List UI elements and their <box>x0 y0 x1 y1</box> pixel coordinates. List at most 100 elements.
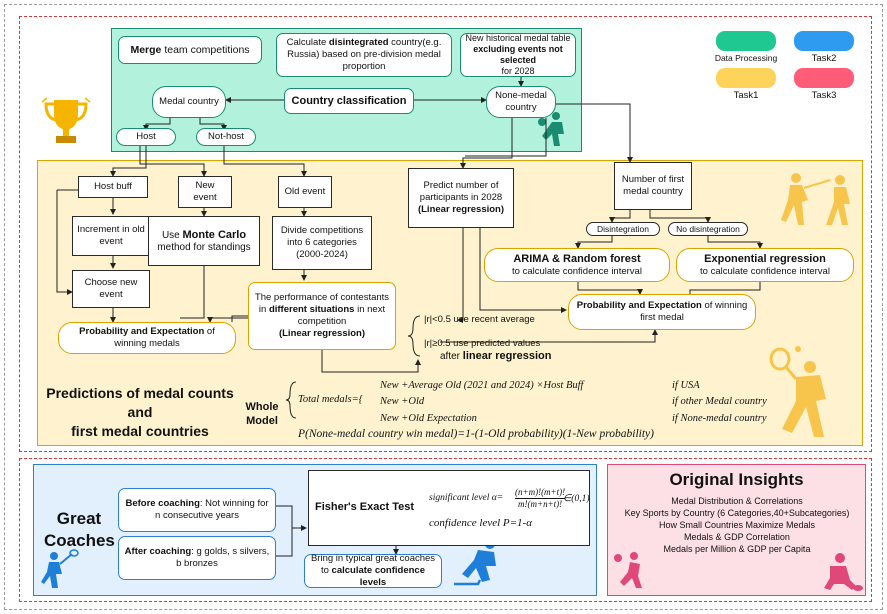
increment-old-label: Increment in old event <box>77 224 145 247</box>
after-lr-text: after linear regression <box>440 350 551 362</box>
performance-box: The performance of contestants in differ… <box>248 282 396 350</box>
great-coaches-title-2: Coaches <box>44 531 115 550</box>
legend-task2-label: Task2 <box>811 53 837 64</box>
predictions-title-3: first medal countries <box>71 423 209 439</box>
disagg-post: country(e.g. Russia) based on pre-divisi… <box>287 37 442 72</box>
after-coaching-box: After coaching: g golds, s silvers, b br… <box>118 536 276 580</box>
legend-task1-swatch <box>716 68 776 88</box>
eq-row3-cond: if None-medal country <box>672 413 767 424</box>
conf-label: confidence level P=1-α <box>429 517 532 529</box>
original-insights-title: Original Insights <box>669 470 804 489</box>
curling-player-icon <box>824 553 863 591</box>
r-lt-text: |r|<0.5 use recent average <box>424 314 535 325</box>
not-host-node: Not-host <box>196 128 256 146</box>
sig-den: m!(m+n+t)! <box>518 499 563 509</box>
divide-label: Divide competitions into 6 categories (2… <box>280 225 364 260</box>
exp-rest: to calculate confidence interval <box>700 265 830 277</box>
monte-carlo-bold: Monte Carlo <box>182 228 247 241</box>
old-event-box: Old event <box>278 176 332 208</box>
after-pre: after <box>440 351 463 362</box>
insight-item-3: How Small Countries Maximize Medals <box>658 520 816 530</box>
badminton-player-icon <box>41 549 79 588</box>
fisher-box: Fisher's Exact Test significant level α=… <box>308 470 590 546</box>
country-classification-label: Country classification <box>291 95 407 107</box>
model-label: Model <box>246 415 278 427</box>
bottom-frame <box>19 458 872 602</box>
typical-bold: calculate confidence levels <box>331 565 425 588</box>
eq-prob: P(None-medal country win medal)=1-(1-Old… <box>298 428 654 440</box>
disintegration-box: Disintegration <box>586 222 660 236</box>
r-ge-text: |r|≥0.5 use predicted values <box>424 338 541 349</box>
legend-data-processing-label: Data Processing <box>714 53 778 63</box>
choose-new-box: Choose new event <box>72 270 150 308</box>
tennis-player-icon <box>769 346 826 437</box>
typical-pre: Bring in typical great coaches to <box>310 553 436 576</box>
task3-region <box>607 464 866 596</box>
merge-box: Merge team competitions <box>118 36 262 64</box>
medal-country-label: Medal country <box>159 96 219 107</box>
eq-row3: New +Old Expectation <box>380 413 477 424</box>
prob-bold: Probability and Expectation <box>79 326 205 337</box>
legend-task1-label: Task1 <box>733 90 759 101</box>
sig-fraction: (n+m)!(m+t)! m!(m+n+t)! <box>515 487 566 510</box>
eq-row1-cond: if USA <box>672 380 700 391</box>
trophy-icon <box>41 97 91 143</box>
outer-frame <box>4 4 883 610</box>
host-buff-label: Host buff <box>94 181 132 192</box>
none-medal-country-label: None-medal country <box>495 90 547 113</box>
new-event-label: New event <box>193 180 217 203</box>
whole-model-label: Whole Model <box>242 400 282 428</box>
disintegration-label: Disintegration <box>597 224 649 234</box>
whole-label: Whole <box>245 401 279 413</box>
use-post: method for standings <box>157 241 251 253</box>
first-medal-count-box: Number of first medal country <box>614 162 692 210</box>
perf-pre: The performance of contestants in <box>254 292 390 315</box>
sig-label: significant level α= <box>429 493 504 503</box>
sig-range: ∈(0,1) <box>563 494 590 504</box>
legend-task3-label: Task3 <box>811 90 837 101</box>
fencers-icon <box>781 173 850 225</box>
old-event-label: Old event <box>284 186 326 197</box>
before-coaching-box: Before coaching: Not winning for n conse… <box>118 488 276 532</box>
prob-first-rest: of winning first medal <box>640 300 748 323</box>
hist-post: for 2028 <box>501 66 535 76</box>
predict-participants-label: Predict number of participants in 2028 <box>419 180 503 203</box>
legend-task2-swatch <box>794 31 854 51</box>
divide-box: Divide competitions into 6 categories (2… <box>272 216 372 270</box>
disagg-bold: disintegrated <box>328 37 389 48</box>
host-label: Host <box>136 131 156 142</box>
before-rest: : Not winning for n consecutive years <box>155 498 269 521</box>
none-medal-country-node: None-medal country <box>486 86 556 118</box>
prob-rest: of winning medals <box>114 326 215 349</box>
legend-data-processing-swatch <box>716 31 776 51</box>
no-disintegration-box: No disintegration <box>668 222 748 236</box>
predictions-title-1: Predictions of medal counts <box>46 385 234 401</box>
insight-item-1: Medal Distribution & Correlations <box>671 496 803 506</box>
before-bold: Before coaching <box>125 498 200 509</box>
prob-first-medal-box: Probability and Expectation of winning f… <box>568 294 756 330</box>
not-host-label: Not-host <box>208 131 244 142</box>
sig-num: (n+m)!(m+t)! <box>515 487 566 499</box>
great-coaches-title: Great Coaches <box>44 508 115 552</box>
fisher-title: Fisher's Exact Test <box>315 501 415 513</box>
insight-item-2: Key Sports by Country (6 Categories,40+S… <box>624 508 850 518</box>
prob-first-bold: Probability and Expectation <box>576 300 702 311</box>
eq-row1: New +Average Old (2021 and 2024) ×Host B… <box>380 380 584 391</box>
exp-bold: Exponential regression <box>704 252 826 265</box>
predict-lr: (Linear regression) <box>417 204 505 215</box>
hist-pre: New historical medal table <box>465 33 571 43</box>
predictions-title-2: and <box>127 404 153 420</box>
volleyball-player-icon <box>614 552 642 588</box>
after-lr-bold: linear regression <box>462 350 552 362</box>
host-node: Host <box>116 128 176 146</box>
merge-bold: Merge <box>130 44 162 56</box>
top-frame <box>19 16 872 452</box>
legend-task3-swatch <box>794 68 854 88</box>
monte-carlo-box: Use Monte Carlo method for standings <box>148 216 260 266</box>
eq-row2: New +Old <box>380 396 425 407</box>
disagg-pre: Calculate <box>286 37 329 48</box>
merge-rest: team competitions <box>161 44 250 56</box>
first-medal-count-label: Number of first medal country <box>621 174 685 197</box>
